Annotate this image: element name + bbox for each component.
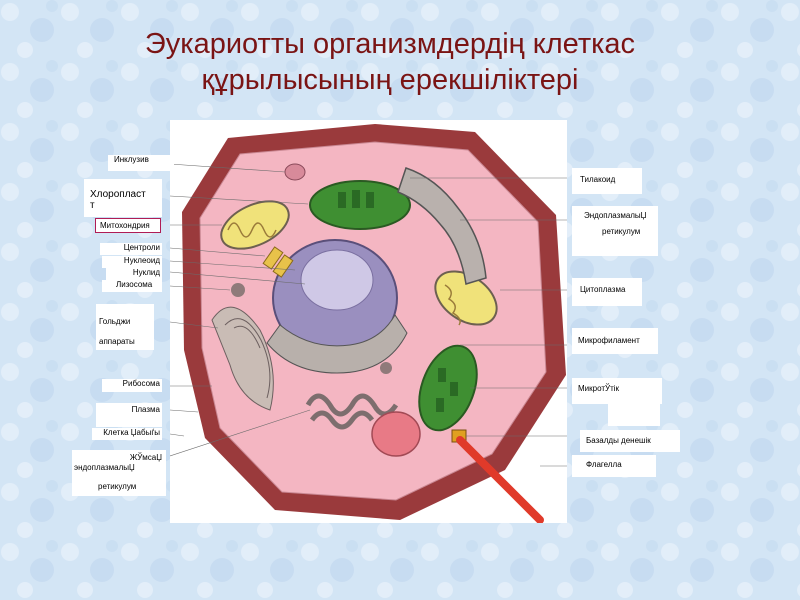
- inclusion-body: [284, 163, 306, 181]
- lysosome-2: [380, 362, 392, 374]
- label-chloroplast: Хлоропласт т: [84, 179, 162, 217]
- title-line-1: Эукариотты организмдердің клеткас: [144, 28, 636, 60]
- label-plasma: Плазма: [96, 403, 162, 427]
- label-ribosome: Рибосома: [102, 379, 162, 392]
- eukaryotic-cell-illustration: [170, 124, 567, 523]
- chloroplast-bottom: [418, 344, 478, 432]
- slide-title: Эукариотты организмдердің клеткас құрылы…: [40, 26, 740, 98]
- label-basal-body: Базалды денешік: [580, 430, 680, 452]
- title-line-2: құрылысының ерекшіліктері: [201, 64, 579, 96]
- smooth-er: [305, 393, 399, 430]
- label-flagellum: Флагелла: [572, 455, 656, 477]
- flagellum: [456, 436, 544, 523]
- label-golgi: Гольджи аппараты: [96, 304, 154, 350]
- label-mitochondria: Митохондрия: [95, 218, 161, 233]
- label-rough-er-line1: ЭндоплазмалыЏ: [584, 211, 647, 220]
- label-cytoplasm: Цитоплазма: [572, 278, 642, 306]
- cell-figure-panel: [170, 120, 567, 523]
- label-smooth-er-line1: ЖЎмсаЏ: [129, 453, 162, 462]
- label-chloroplast-line1: Хлоропласт: [90, 189, 146, 200]
- label-smooth-er-line3: ретикулум: [98, 482, 137, 491]
- label-microfilament: Микрофиламент: [572, 328, 658, 354]
- label-smooth-er-line2: эндоплазмалыЏ: [74, 463, 135, 472]
- leader-lines: [170, 163, 567, 467]
- vacuole: [371, 411, 421, 457]
- nucleus: [266, 239, 408, 374]
- label-rough-er: ЭндоплазмалыЏ ретикулум: [572, 206, 658, 256]
- mitochondrion-left: [220, 200, 290, 250]
- label-nucleolus: Нуклид: [106, 268, 162, 280]
- rough-er: [397, 167, 487, 285]
- chloroplast-top: [309, 180, 411, 230]
- label-inclusion: Инклузив: [108, 155, 174, 171]
- label-smooth-er: ЖЎмсаЏ эндоплазмалыЏ ретикулум: [72, 450, 166, 496]
- label-rough-er-line2: ретикулум: [602, 227, 641, 236]
- label-centriole: Центроли: [100, 243, 162, 255]
- label-microtubule-tail: [608, 404, 660, 426]
- label-thylakoid: Тилакоид: [572, 168, 642, 194]
- label-golgi-line1: Гольджи: [99, 317, 131, 326]
- label-golgi-line2: аппараты: [99, 337, 135, 346]
- golgi-apparatus: [211, 306, 274, 411]
- centriole: [262, 246, 294, 278]
- label-nucleoid: Нуклеоид: [102, 256, 162, 268]
- label-chloroplast-line2: т: [90, 200, 95, 211]
- label-microtubule: МикротЎтік: [572, 378, 662, 404]
- lysosome: [231, 283, 245, 297]
- label-cell-wall: Клетка Џабыѓы: [92, 428, 162, 440]
- label-lysosome: Лизосома: [102, 280, 162, 292]
